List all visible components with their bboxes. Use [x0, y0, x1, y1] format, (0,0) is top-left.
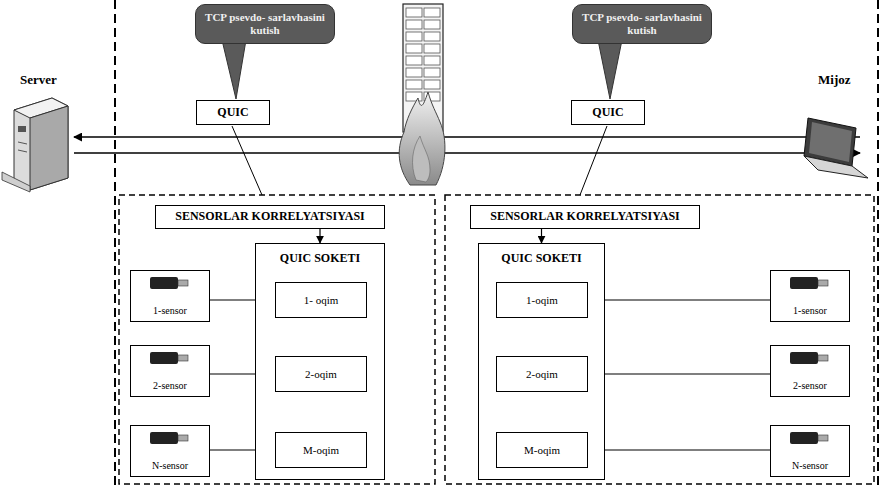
server-icon — [2, 98, 68, 192]
node-text: QUIC SOKETI — [501, 252, 581, 266]
node-text: 1-oqim — [526, 294, 558, 307]
node-text: 1- oqim — [304, 294, 339, 307]
protocol-box: QUIC — [196, 100, 270, 125]
protocol-box: QUIC — [571, 100, 645, 125]
stream-box: M-oqim — [275, 432, 367, 468]
connector-arrow — [588, 373, 770, 374]
device-label: Mijoz — [818, 72, 850, 88]
boundary-line — [114, 0, 116, 488]
node-text: 2-sensor — [153, 380, 187, 392]
laptop-icon — [804, 118, 868, 178]
stream-box: M-oqim — [496, 432, 588, 468]
node-text: QUIC — [592, 106, 623, 120]
bubble-tail — [598, 40, 622, 99]
node-text: TCP psevdo- sarlavhasini kutish — [202, 11, 328, 36]
sensor-box: 2-sensor — [770, 345, 850, 397]
socket-box: QUIC SOKETI 1-oqim 2-oqimM-oqim — [478, 243, 605, 480]
node-text: 2-oqim — [526, 368, 558, 381]
stream-box: 2-oqim — [496, 356, 588, 392]
traffic-arrow — [74, 152, 860, 154]
stream-box: 1- oqim — [275, 282, 367, 318]
sensor-box: 2-sensor — [130, 345, 210, 397]
connector-arrow — [588, 449, 770, 450]
stream-box: 1-oqim — [496, 282, 588, 318]
node-text: 2-oqim — [305, 368, 337, 381]
node-text: 1-sensor — [793, 305, 827, 317]
node-text: M-oqim — [303, 444, 339, 457]
dashed-frame — [119, 195, 435, 484]
process-box: SENSORLAR KORRELYATSIYASI — [470, 205, 700, 229]
speech-bubble: TCP psevdo- sarlavhasini kutish — [572, 4, 712, 44]
firewall-icon — [399, 4, 445, 185]
node-text: SENSORLAR KORRELYATSIYASI — [175, 210, 365, 224]
node-text: TCP psevdo- sarlavhasini kutish — [579, 11, 705, 36]
socket-box: QUIC SOKETI 1- oqim 2-oqimM-oqim — [255, 243, 385, 480]
node-text: M-oqim — [524, 444, 560, 457]
node-text: SENSORLAR KORRELYATSIYASI — [490, 210, 680, 224]
connector-arrow — [319, 229, 320, 243]
sensor-box: N-sensor — [770, 425, 850, 477]
traffic-arrow — [74, 136, 860, 138]
sensor-box: 1-sensor — [770, 270, 850, 322]
node-text: QUIC SOKETI — [280, 252, 360, 266]
node-text: N-sensor — [152, 460, 188, 472]
device-label: Server — [20, 72, 57, 88]
boundary-line — [877, 0, 879, 488]
stream-box: 2-oqim — [275, 356, 367, 392]
node-text: QUIC — [217, 106, 248, 120]
connector-arrow — [541, 229, 542, 243]
node-text: 1-sensor — [153, 305, 187, 317]
sensor-box: 1-sensor — [130, 270, 210, 322]
sensor-box: N-sensor — [130, 425, 210, 477]
dashed-frame — [445, 195, 874, 484]
speech-bubble: TCP psevdo- sarlavhasini kutish — [195, 4, 335, 44]
node-text: 2-sensor — [793, 380, 827, 392]
bubble-tail — [222, 40, 246, 99]
connector-arrow — [588, 299, 770, 300]
process-box: SENSORLAR KORRELYATSIYASI — [155, 205, 385, 229]
node-text: N-sensor — [792, 460, 828, 472]
